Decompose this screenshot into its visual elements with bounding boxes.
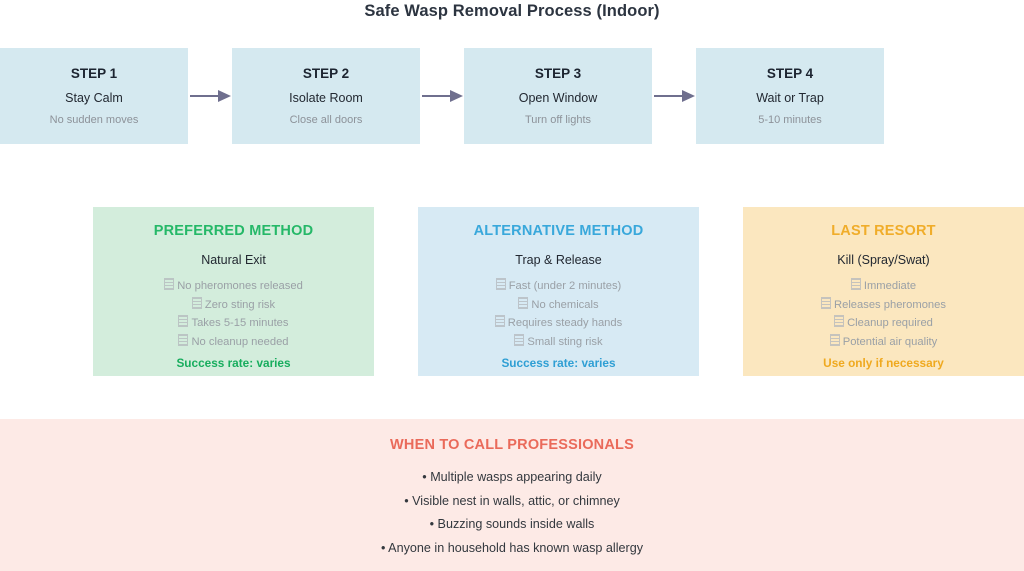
professionals-heading: WHEN TO CALL PROFESSIONALS bbox=[390, 437, 634, 453]
method-subtitle: Trap & Release bbox=[515, 253, 602, 267]
missing-glyph-icon bbox=[178, 315, 189, 327]
list-item: • Visible nest in walls, attic, or chimn… bbox=[404, 493, 620, 508]
bullet-text: Takes 5-15 minutes bbox=[191, 317, 289, 329]
method-heading: ALTERNATIVE METHOD bbox=[473, 223, 644, 239]
list-item: Zero sting risk bbox=[93, 296, 374, 315]
step-action: Stay Calm bbox=[65, 91, 123, 105]
list-item: Immediate bbox=[743, 277, 1024, 296]
arrow-shaft bbox=[190, 95, 220, 97]
arrow-right-icon bbox=[420, 90, 466, 102]
page-title: Safe Wasp Removal Process (Indoor) bbox=[364, 2, 660, 20]
method-card-preferred: PREFERRED METHOD Natural Exit No pheromo… bbox=[93, 207, 374, 376]
method-card-alternative: ALTERNATIVE METHOD Trap & Release Fast (… bbox=[418, 207, 699, 376]
method-footer: Success rate: varies bbox=[501, 356, 616, 370]
missing-glyph-icon bbox=[164, 278, 175, 290]
step-label: STEP 3 bbox=[534, 66, 582, 81]
method-footer: Success rate: varies bbox=[176, 356, 291, 370]
missing-glyph-icon bbox=[495, 278, 506, 290]
list-item: • Multiple wasps appearing daily bbox=[422, 470, 602, 484]
bullet-text: No cleanup needed bbox=[191, 335, 289, 348]
process-steps-row: STEP 1 Stay Calm No sudden moves STEP 2 … bbox=[0, 48, 1024, 144]
method-bullet-list: Immediate Releases pheromones Cleanup re… bbox=[743, 277, 1024, 351]
step-note: 5-10 minutes bbox=[758, 114, 822, 126]
list-item: Requires steady hands bbox=[418, 314, 699, 333]
list-item: • Anyone in household has known wasp all… bbox=[380, 540, 644, 555]
call-professionals-banner: WHEN TO CALL PROFESSIONALS • Multiple wa… bbox=[0, 419, 1024, 571]
missing-glyph-icon bbox=[191, 296, 202, 309]
list-item: • Buzzing sounds inside walls bbox=[429, 517, 595, 531]
missing-glyph-icon bbox=[518, 296, 529, 309]
step-card-3: STEP 3 Open Window Turn off lights bbox=[464, 48, 652, 144]
missing-glyph-icon bbox=[829, 333, 840, 346]
step-card-4: STEP 4 Wait or Trap 5-10 minutes bbox=[696, 48, 884, 144]
bullet-text: Potential air quality bbox=[842, 335, 938, 348]
method-subtitle: Natural Exit bbox=[201, 253, 266, 267]
arrow-head bbox=[450, 90, 463, 102]
step-label: STEP 2 bbox=[302, 66, 350, 81]
bullet-text: Small sting risk bbox=[527, 335, 603, 348]
list-item: Small sting risk bbox=[418, 333, 699, 352]
step-note: No sudden moves bbox=[49, 114, 139, 126]
method-card-last-resort: LAST RESORT Kill (Spray/Swat) Immediate … bbox=[743, 207, 1024, 376]
method-bullet-list: No pheromones released Zero sting risk T… bbox=[93, 277, 374, 351]
missing-glyph-icon bbox=[834, 315, 845, 327]
arrow-shaft bbox=[654, 95, 684, 97]
step-action: Wait or Trap bbox=[756, 91, 824, 105]
missing-glyph-icon bbox=[494, 315, 505, 327]
list-item: No pheromones released bbox=[93, 277, 374, 296]
list-item: Potential air quality bbox=[743, 333, 1024, 352]
arrow-right-icon bbox=[188, 90, 234, 102]
step-action: Isolate Room bbox=[289, 91, 363, 105]
step-action: Open Window bbox=[518, 91, 598, 105]
step-label: STEP 4 bbox=[766, 66, 814, 81]
arrow-right-icon bbox=[652, 90, 698, 102]
missing-glyph-icon bbox=[514, 333, 525, 346]
list-item: Takes 5-15 minutes bbox=[93, 314, 374, 333]
missing-glyph-icon bbox=[821, 296, 832, 309]
arrow-head bbox=[682, 90, 695, 102]
step-card-1: STEP 1 Stay Calm No sudden moves bbox=[0, 48, 188, 144]
arrow-shaft bbox=[422, 95, 452, 97]
step-card-2: STEP 2 Isolate Room Close all doors bbox=[232, 48, 420, 144]
method-bullet-list: Fast (under 2 minutes) No chemicals Requ… bbox=[418, 277, 699, 351]
method-footer: Use only if necessary bbox=[823, 356, 944, 370]
method-cards-row: PREFERRED METHOD Natural Exit No pheromo… bbox=[0, 207, 1024, 376]
bullet-text: Cleanup required bbox=[847, 317, 933, 329]
bullet-text: Fast (under 2 minutes) bbox=[508, 280, 622, 292]
missing-glyph-icon bbox=[178, 333, 189, 346]
professionals-list: • Multiple wasps appearing daily • Visib… bbox=[0, 466, 1024, 560]
bullet-text: Requires steady hands bbox=[507, 317, 623, 329]
method-subtitle: Kill (Spray/Swat) bbox=[837, 253, 930, 267]
list-item: No cleanup needed bbox=[93, 333, 374, 352]
missing-glyph-icon bbox=[850, 278, 861, 290]
bullet-text: Zero sting risk bbox=[204, 298, 276, 311]
list-item: Releases pheromones bbox=[743, 296, 1024, 315]
arrow-head bbox=[218, 90, 231, 102]
method-heading: PREFERRED METHOD bbox=[153, 223, 314, 239]
list-item: Fast (under 2 minutes) bbox=[418, 277, 699, 296]
step-note: Turn off lights bbox=[524, 114, 592, 126]
list-item: No chemicals bbox=[418, 296, 699, 315]
method-heading: LAST RESORT bbox=[831, 223, 936, 239]
step-note: Close all doors bbox=[289, 114, 363, 126]
bullet-text: No pheromones released bbox=[177, 280, 303, 292]
bullet-text: No chemicals bbox=[531, 298, 599, 311]
bullet-text: Releases pheromones bbox=[834, 298, 946, 311]
step-label: STEP 1 bbox=[70, 66, 118, 81]
list-item: Cleanup required bbox=[743, 314, 1024, 333]
bullet-text: Immediate bbox=[863, 280, 917, 292]
